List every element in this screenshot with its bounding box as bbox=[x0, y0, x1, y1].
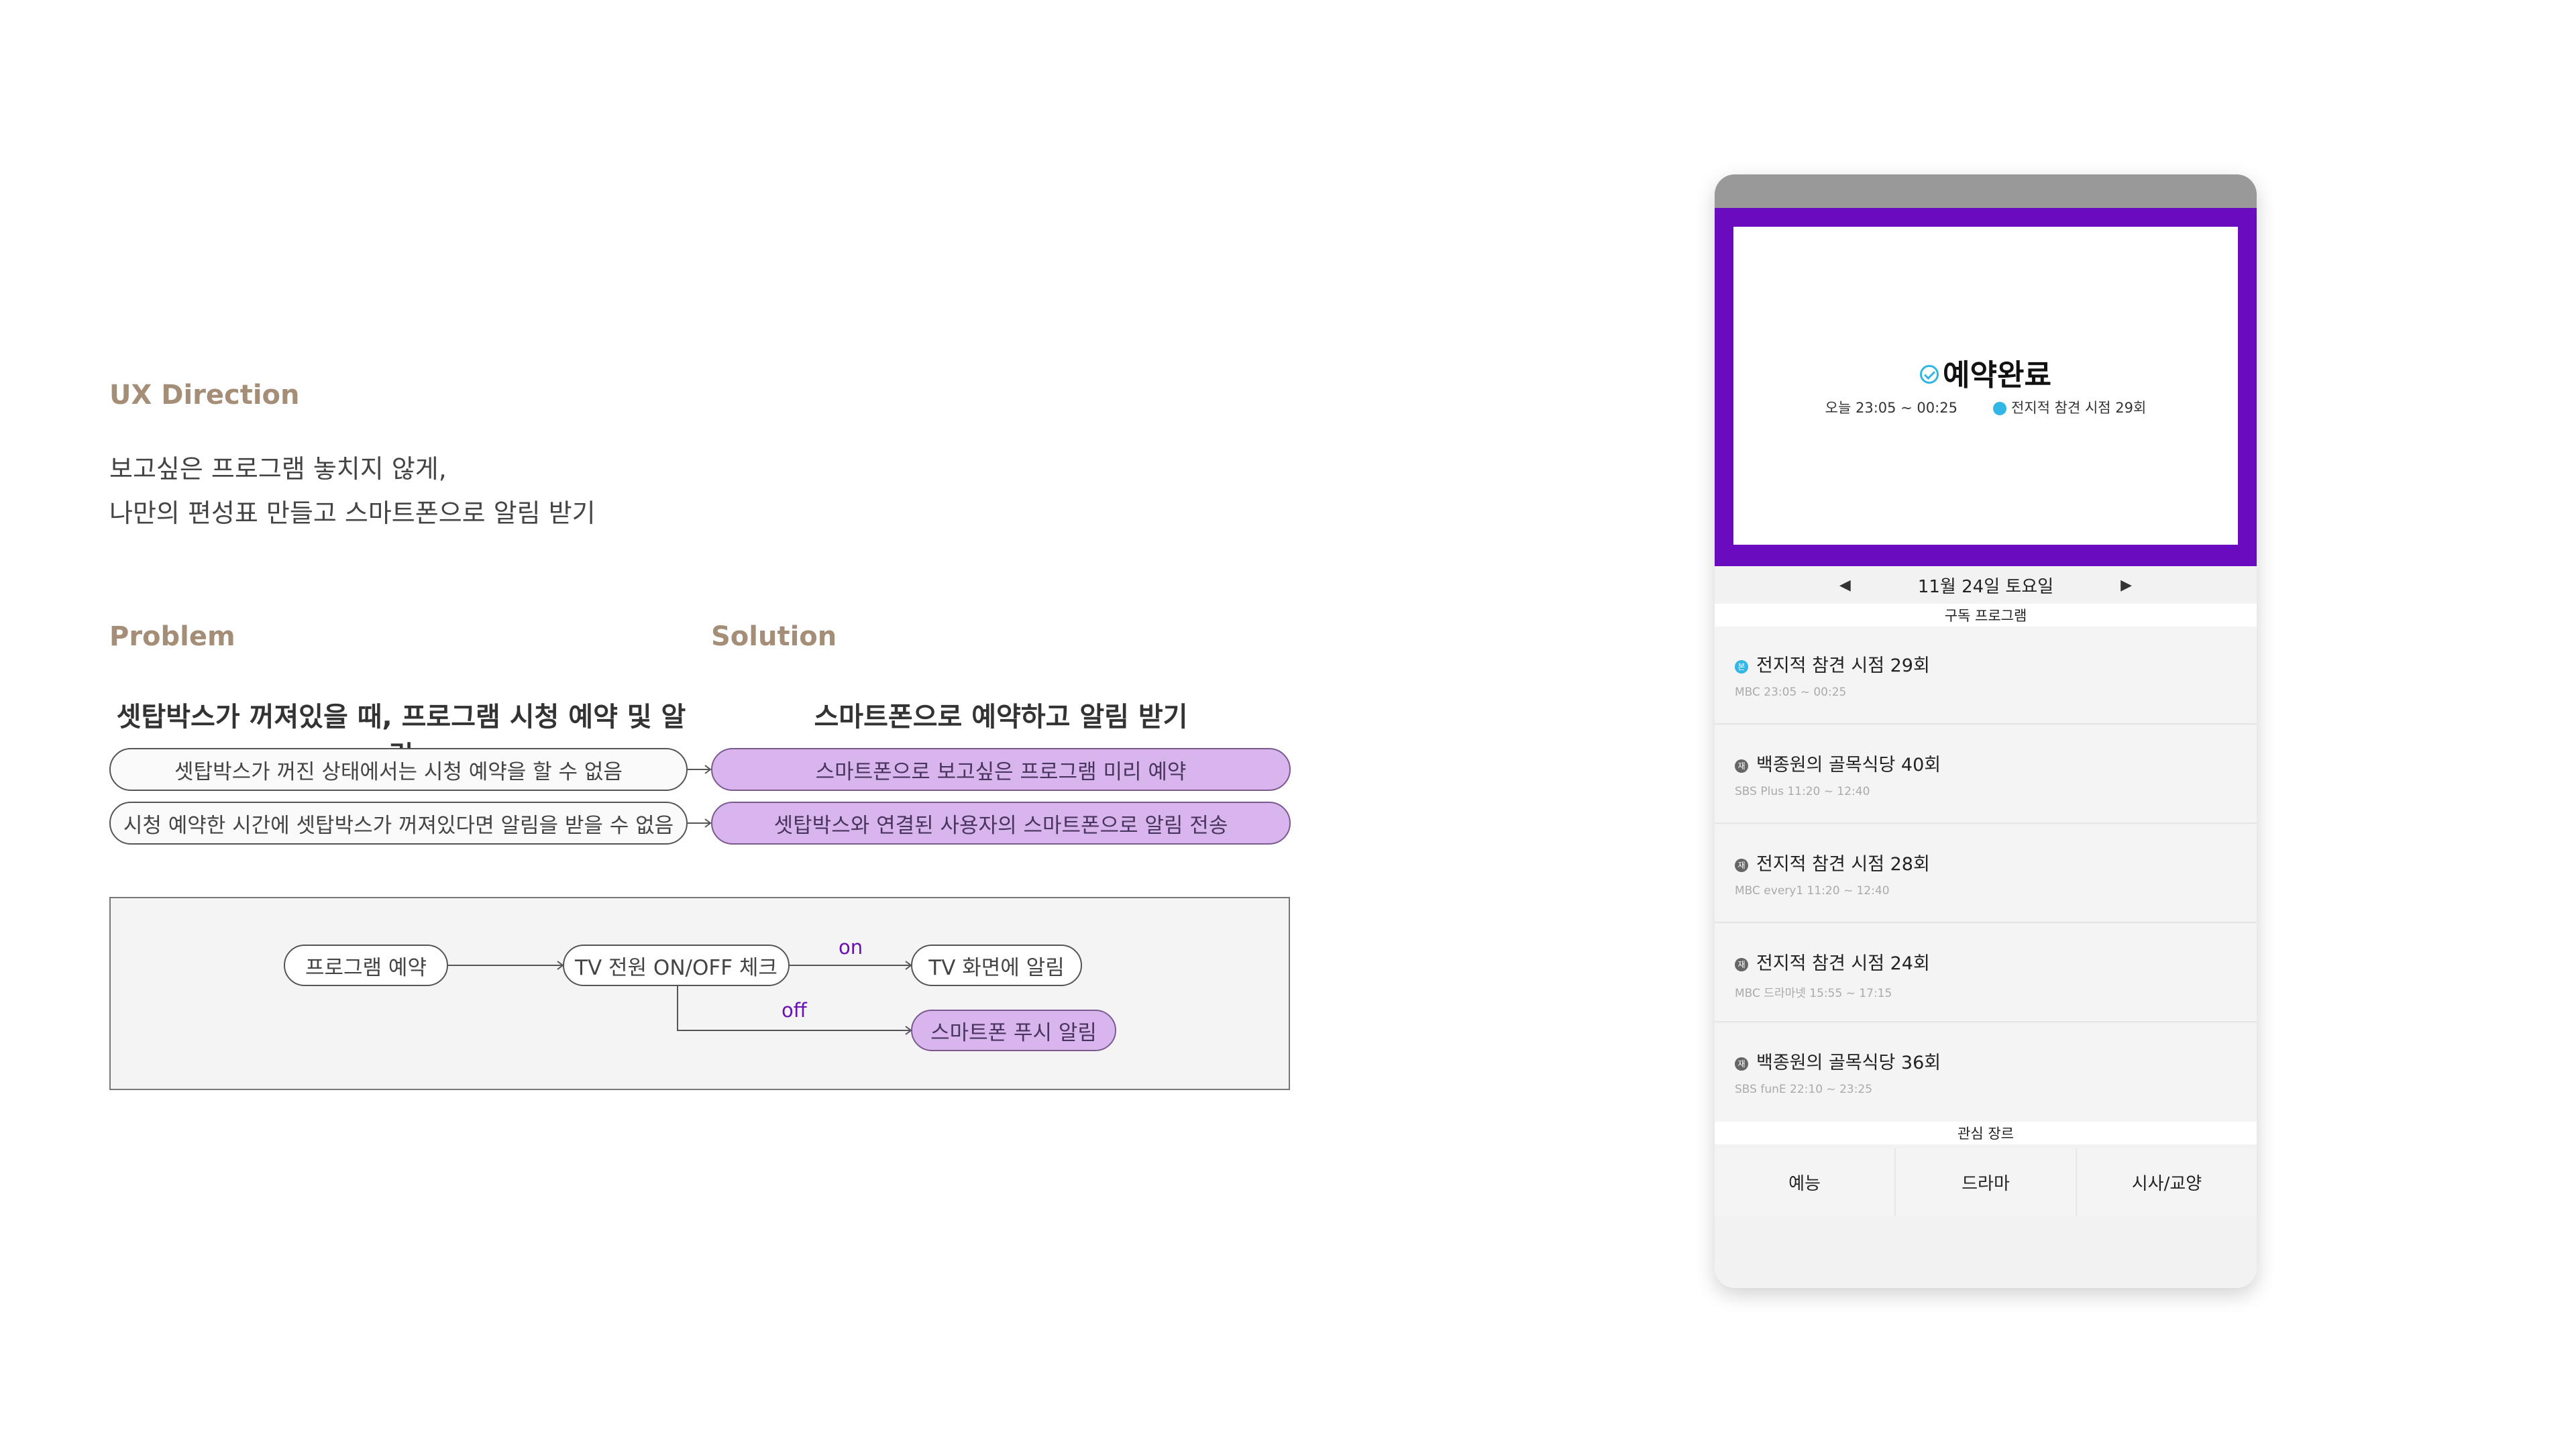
reservation-program: 전지적 참견 시점 29회 bbox=[2011, 400, 2147, 416]
program-title: 전지적 참견 시점 29회 bbox=[1756, 655, 1930, 676]
next-day-icon[interactable]: ▶ bbox=[2121, 576, 2133, 594]
program-title: 백종원의 골목식당 36회 bbox=[1756, 1053, 1941, 1073]
program-item[interactable]: 재 백종원의 골목식당 36회 SBS funE 22:10 ~ 23:25 bbox=[1715, 1024, 2257, 1122]
problem-label: Problem bbox=[109, 621, 235, 652]
program-time: MBC 23:05 ~ 00:25 bbox=[1735, 686, 1847, 699]
ux-direction-title: UX Direction bbox=[109, 380, 300, 411]
problem-item-1: 셋탑박스가 꺼진 상태에서는 시청 예약을 할 수 없음 bbox=[109, 748, 688, 791]
flow-power-check: TV 전원 ON/OFF 체크 bbox=[563, 945, 790, 986]
direction-line-2: 나만의 편성표 만들고 스마트폰으로 알림 받기 bbox=[109, 498, 596, 528]
current-date: 11월 24일 토요일 bbox=[1917, 576, 2054, 597]
phone-status-bar bbox=[1715, 174, 2257, 208]
genre-drama[interactable]: 드라마 bbox=[1896, 1148, 2077, 1216]
flow-on-label: on bbox=[839, 936, 863, 959]
problem-item-2: 시청 예약한 시간에 셋탑박스가 꺼져있다면 알림을 받을 수 없음 bbox=[109, 802, 688, 845]
program-item[interactable]: 재 전지적 참견 시점 28회 MBC every1 11:20 ~ 12:40 bbox=[1715, 825, 2257, 923]
solution-item-1: 스마트폰으로 보고싶은 프로그램 미리 예약 bbox=[711, 748, 1291, 791]
flow-reserve: 프로그램 예약 bbox=[284, 945, 448, 986]
genre-current-affairs[interactable]: 시사/교양 bbox=[2077, 1148, 2257, 1216]
program-title: 전지적 참견 시점 24회 bbox=[1756, 953, 1930, 974]
genre-tabs: 예능 드라마 시사/교양 bbox=[1715, 1148, 2257, 1216]
program-title: 백종원의 골목식당 40회 bbox=[1756, 755, 1941, 775]
date-navigator: ◀ 11월 24일 토요일 ▶ bbox=[1715, 566, 2257, 604]
phone-mockup: 예약완료 오늘 23:05 ~ 00:25 전지적 참견 시점 29회 ◀ 11… bbox=[1715, 174, 2257, 1288]
channel-badge-icon bbox=[1993, 402, 2007, 415]
program-item[interactable]: 재 전지적 참견 시점 24회 MBC 드라마넷 15:55 ~ 17:15 bbox=[1715, 924, 2257, 1022]
program-time: SBS funE 22:10 ~ 23:25 bbox=[1735, 1083, 1873, 1096]
prev-day-icon[interactable]: ◀ bbox=[1839, 576, 1851, 594]
subscribed-programs-title: 구독 프로그램 bbox=[1715, 604, 2257, 627]
flow-connectors bbox=[448, 961, 912, 1035]
flow-tv-alert: TV 화면에 알림 bbox=[911, 945, 1082, 986]
genre-variety[interactable]: 예능 bbox=[1715, 1148, 1896, 1216]
rerun-badge-icon: 재 bbox=[1735, 759, 1748, 773]
check-circle-icon bbox=[1920, 365, 1939, 384]
direction-line-1: 보고싶은 프로그램 놓치지 않게, bbox=[109, 454, 447, 484]
rerun-badge-icon: 재 bbox=[1735, 1057, 1748, 1071]
problem-solution-arrows bbox=[688, 765, 712, 828]
solution-label: Solution bbox=[711, 621, 837, 652]
rerun-badge-icon: 재 bbox=[1735, 858, 1748, 872]
solution-heading: 스마트폰으로 예약하고 알림 받기 bbox=[814, 702, 1188, 733]
reservation-complete-title: 예약완료 bbox=[1943, 358, 2051, 392]
rerun-badge-icon: 재 bbox=[1735, 957, 1748, 971]
program-item[interactable]: 본 전지적 참견 시점 29회 MBC 23:05 ~ 00:25 bbox=[1715, 627, 2257, 724]
solution-item-2: 셋탑박스와 연결된 사용자의 스마트폰으로 알림 전송 bbox=[711, 802, 1291, 845]
flow-off-label: off bbox=[782, 999, 807, 1022]
program-time: SBS Plus 11:20 ~ 12:40 bbox=[1735, 785, 1870, 798]
reservation-complete: 예약완료 bbox=[1733, 351, 2238, 394]
flow-diagram: 프로그램 예약 TV 전원 ON/OFF 체크 TV 화면에 알림 스마트폰 푸… bbox=[109, 897, 1290, 1090]
program-item[interactable]: 재 백종원의 골목식당 40회 SBS Plus 11:20 ~ 12:40 bbox=[1715, 726, 2257, 824]
reservation-info: 오늘 23:05 ~ 00:25 전지적 참견 시점 29회 bbox=[1733, 397, 2238, 417]
program-title: 전지적 참견 시점 28회 bbox=[1756, 854, 1930, 875]
flow-push-alert: 스마트폰 푸시 알림 bbox=[911, 1010, 1116, 1051]
program-time: MBC every1 11:20 ~ 12:40 bbox=[1735, 884, 1890, 898]
channel-badge-icon: 본 bbox=[1735, 659, 1748, 674]
tv-screen: 예약완료 오늘 23:05 ~ 00:25 전지적 참견 시점 29회 bbox=[1733, 227, 2238, 545]
tv-preview-frame: 예약완료 오늘 23:05 ~ 00:25 전지적 참견 시점 29회 bbox=[1715, 208, 2257, 566]
favorite-genres-title: 관심 장르 bbox=[1715, 1122, 2257, 1144]
reservation-time: 오늘 23:05 ~ 00:25 bbox=[1825, 400, 1957, 416]
program-time: MBC 드라마넷 15:55 ~ 17:15 bbox=[1735, 987, 1892, 1000]
problem-heading: 셋탑박스가 꺼져있을 때, 프로그램 시청 예약 및 알림 bbox=[116, 702, 686, 771]
